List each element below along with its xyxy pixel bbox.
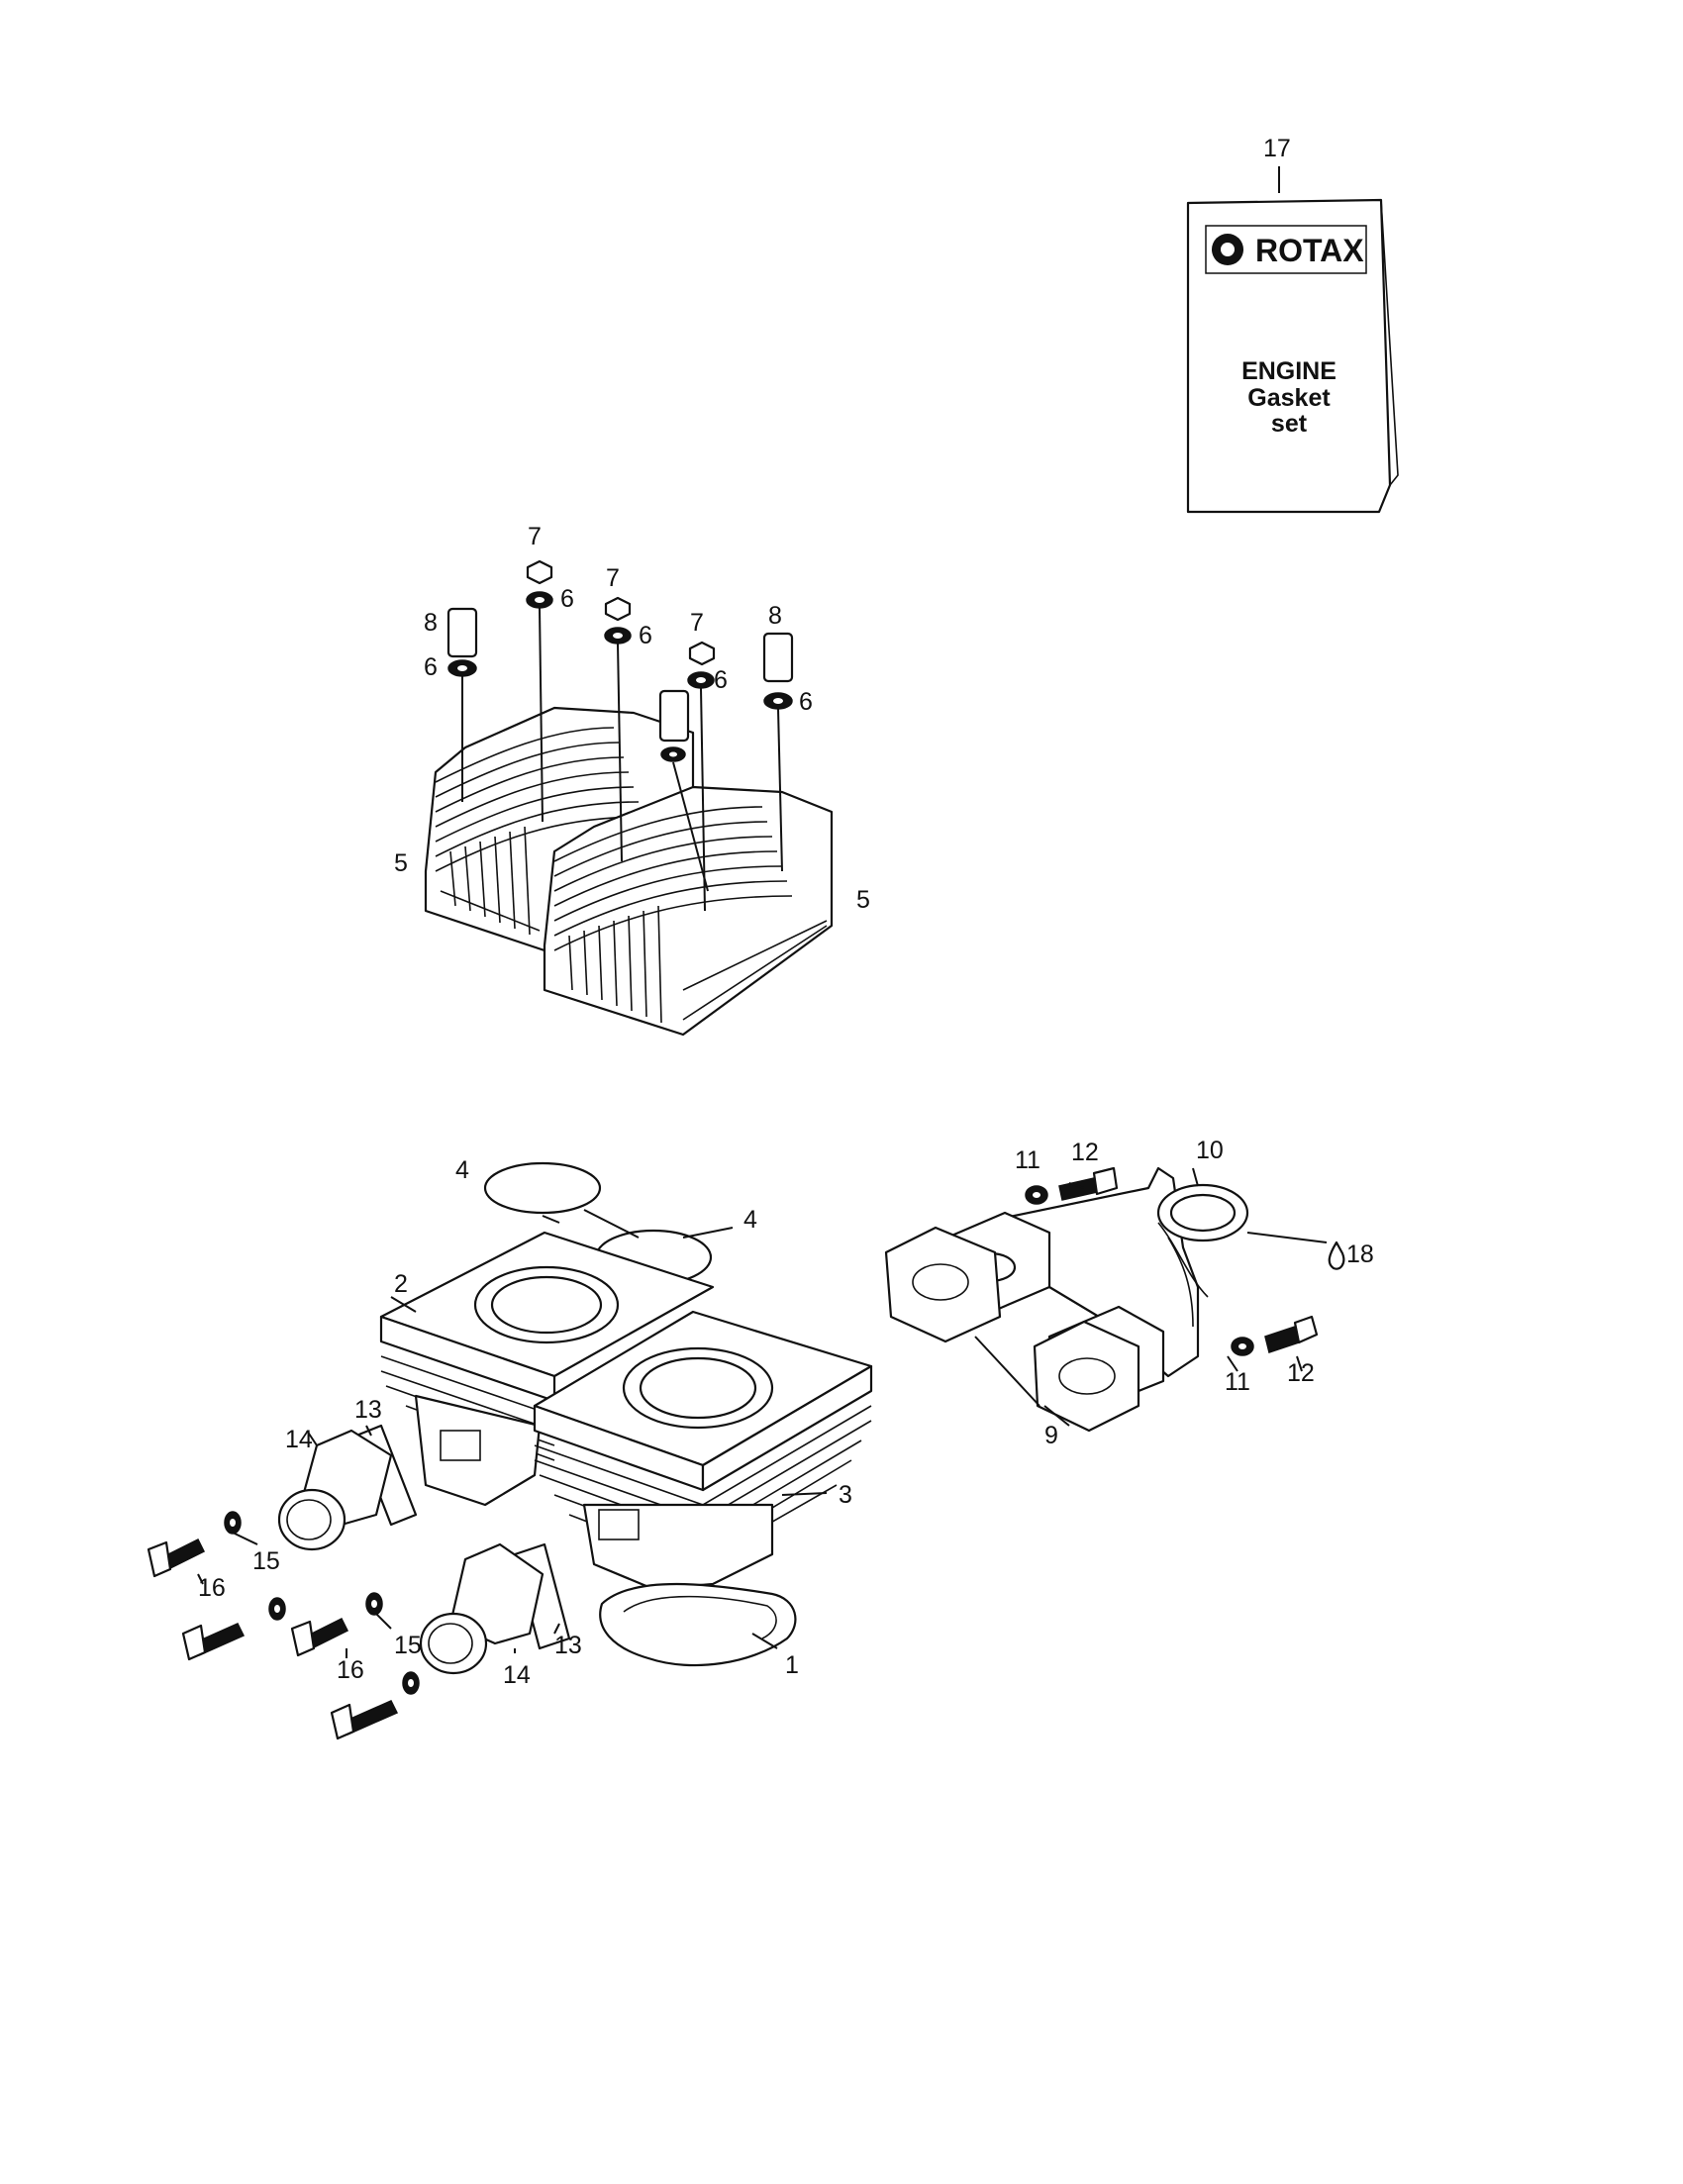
o-ring-left [483,1161,602,1215]
callout-4b: 4 [743,1206,757,1234]
callout-12b: 12 [1287,1359,1315,1387]
callout-2: 2 [394,1270,408,1298]
exhaust-gaskets [884,1226,1140,1433]
callout-18: 18 [1346,1241,1374,1268]
callout-13b: 13 [554,1632,582,1659]
sleeve-left [446,607,478,658]
callout-10: 10 [1196,1137,1224,1164]
callout-8a: 8 [424,609,438,637]
callout-1: 1 [785,1651,799,1679]
callout-14b: 14 [503,1661,531,1689]
callout-14a: 14 [285,1426,313,1453]
callout-6d: 6 [424,653,438,681]
callout-8b: 8 [768,602,782,630]
callout-13a: 13 [354,1396,382,1424]
callout-labels: 17 7 6 7 6 7 6 8 6 8 6 5 5 4 4 2 3 1 11 … [198,135,1374,1689]
booklet-line-2: Gasket [1247,384,1331,412]
cylinder-heads [424,706,834,1037]
callout-6e: 6 [799,688,813,716]
callout-6c: 6 [714,666,728,694]
callout-12a: 12 [1071,1139,1099,1166]
callout-11b: 11 [1225,1368,1250,1396]
manifold-fasteners [1025,1166,1319,1356]
callout-5a: 5 [394,849,408,877]
callout-6a: 6 [560,585,574,613]
callout-15a: 15 [252,1547,280,1575]
callout-16a: 16 [198,1574,226,1602]
booklet-line-3: set [1271,410,1308,438]
intake-fasteners [147,1511,420,1740]
sleeve-middle [658,689,690,743]
callout-17: 17 [1263,135,1291,162]
sealant-drop-icon [1328,1241,1345,1270]
intake-sockets [277,1424,571,1675]
callout-5b: 5 [856,886,870,914]
callout-15b: 15 [394,1632,422,1659]
callout-6b: 6 [639,622,652,649]
booklet-line-1: ENGINE [1241,357,1336,385]
booklet-brand: ROTAX [1255,233,1364,268]
head-fasteners [446,559,794,912]
callout-7b: 7 [606,564,620,592]
gasket-set-booklet: ROTAX ENGINE Gasket set [1186,166,1399,514]
callout-4a: 4 [455,1156,469,1184]
sleeve-right [762,632,794,683]
callout-9: 9 [1044,1422,1058,1449]
rotax-logo: ROTAX [1205,225,1367,274]
cylinders [379,1231,873,1591]
callout-7a: 7 [528,523,542,550]
callout-7c: 7 [690,609,704,637]
callout-leaders [197,1167,1303,1658]
callout-11a: 11 [1015,1146,1040,1174]
callout-3: 3 [839,1481,852,1509]
callout-16b: 16 [337,1656,364,1684]
base-gasket [599,1582,797,1667]
